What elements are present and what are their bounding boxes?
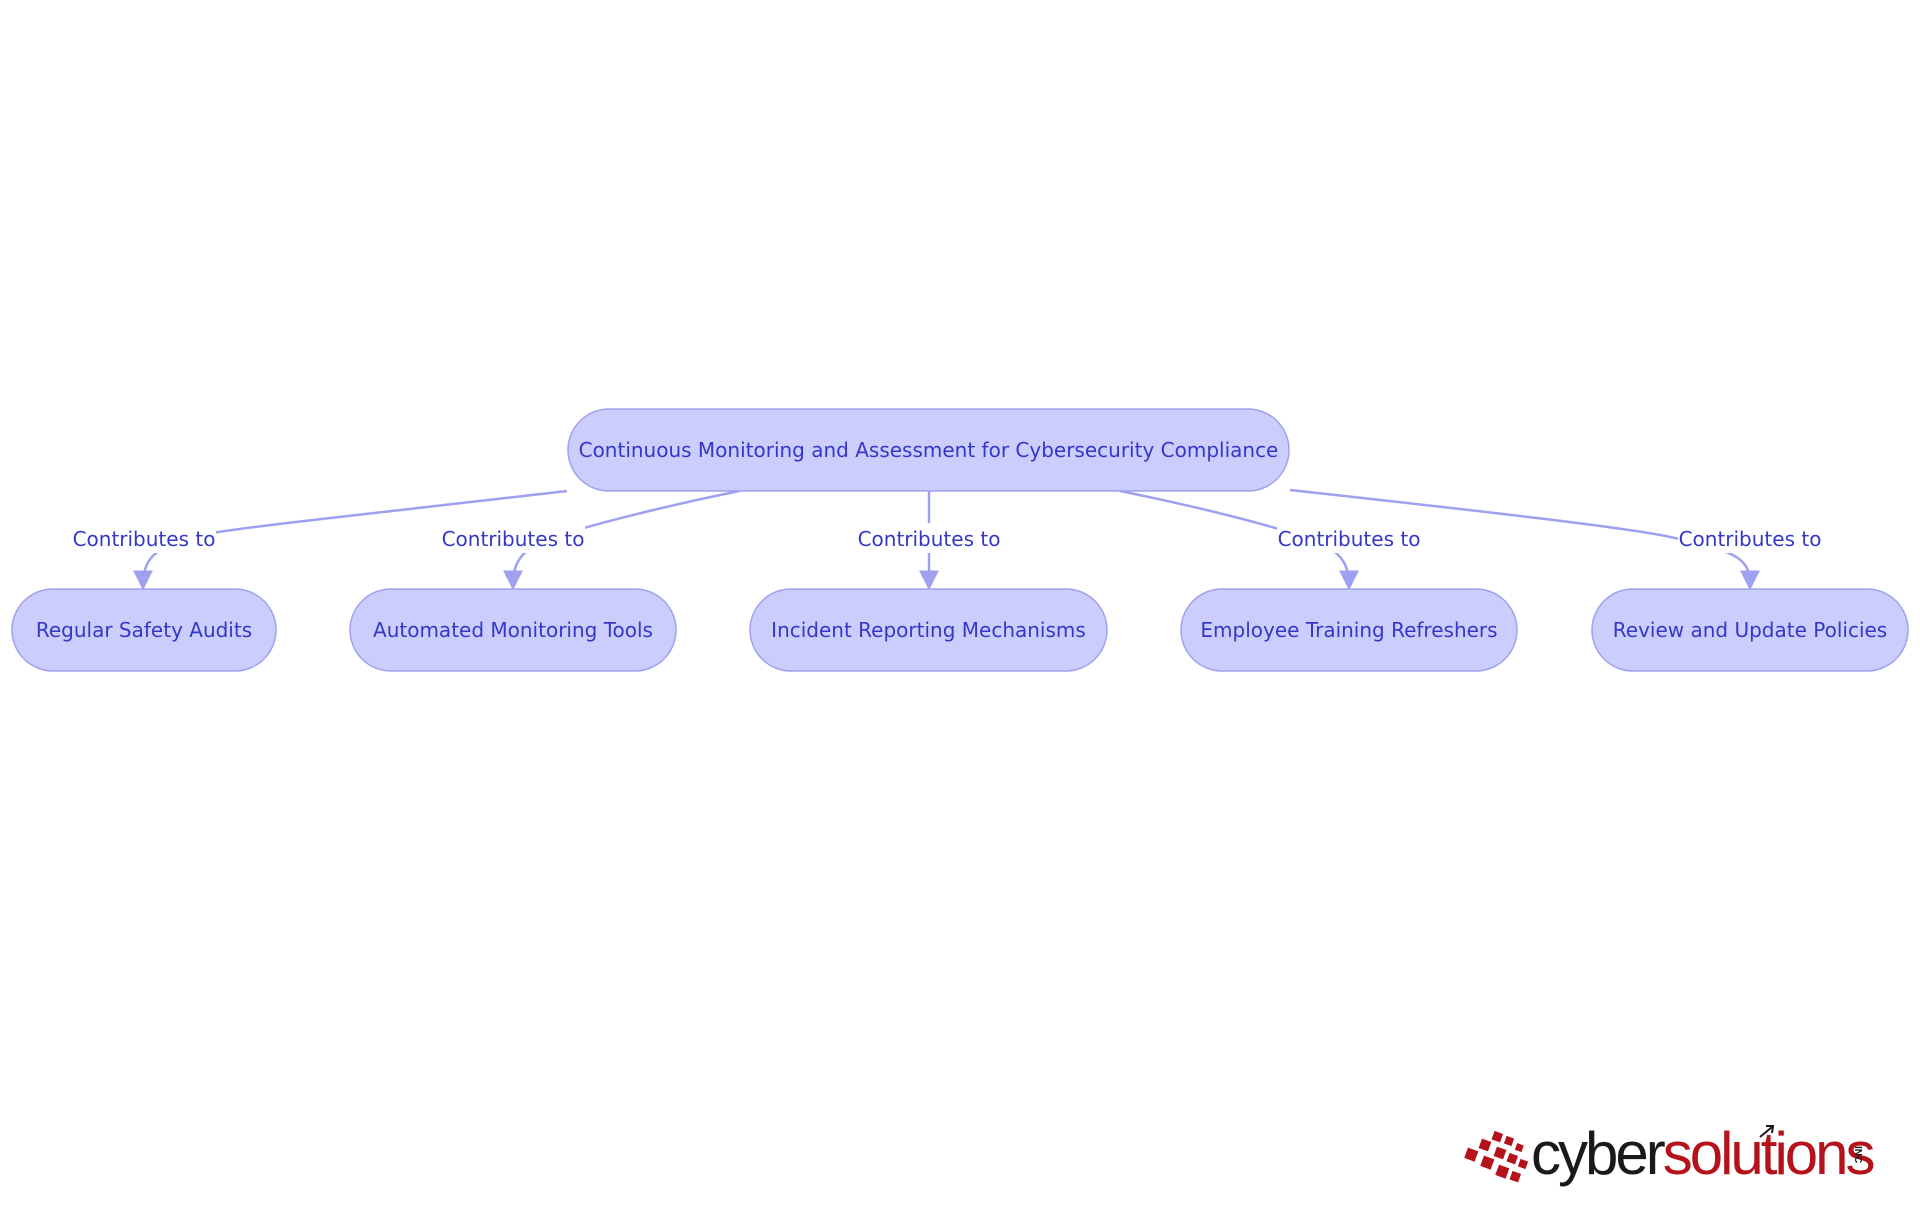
- logo-wordmark: cybersolutions: [1531, 1120, 1874, 1187]
- child-node-training-label: Employee Training Refreshers: [1200, 618, 1497, 642]
- logo-inc-suffix: INC: [1852, 1146, 1863, 1163]
- edge-label-policies: Contributes to: [1679, 527, 1822, 551]
- child-node-training: Employee Training Refreshers: [1180, 588, 1518, 672]
- edge-label-incident: Contributes to: [858, 527, 1001, 551]
- child-node-audits: Regular Safety Audits: [11, 588, 277, 672]
- logo-arrow-icon: [1759, 1125, 1775, 1138]
- child-node-tools-label: Automated Monitoring Tools: [373, 618, 653, 642]
- child-node-incident-label: Incident Reporting Mechanisms: [771, 618, 1086, 642]
- edge-label-tools: Contributes to: [442, 527, 585, 551]
- logo-mark-icon: [1464, 1130, 1529, 1183]
- child-node-policies-label: Review and Update Policies: [1613, 618, 1887, 642]
- edge-labels-group: Contributes to Contributes to Contribute…: [72, 523, 1822, 553]
- child-node-policies: Review and Update Policies: [1591, 588, 1909, 672]
- edge-root-to-policies: [1289, 488, 1760, 591]
- edges-group: [133, 488, 1760, 591]
- root-node: Continuous Monitoring and Assessment for…: [567, 408, 1290, 492]
- child-node-incident: Incident Reporting Mechanisms: [749, 588, 1108, 672]
- edge-label-audits: Contributes to: [73, 527, 216, 551]
- edge-label-training: Contributes to: [1278, 527, 1421, 551]
- root-node-label: Continuous Monitoring and Assessment for…: [579, 438, 1279, 462]
- edge-root-to-audits: [133, 489, 568, 591]
- company-logo: cybersolutions INC: [1464, 1120, 1877, 1187]
- child-node-audits-label: Regular Safety Audits: [36, 618, 252, 642]
- child-node-tools: Automated Monitoring Tools: [349, 588, 677, 672]
